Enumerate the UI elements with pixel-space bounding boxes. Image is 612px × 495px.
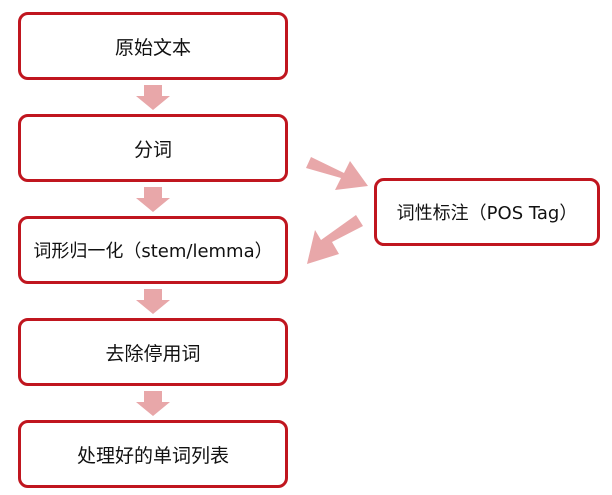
step-remove-stopwords-label: 去除停用词 xyxy=(105,342,201,365)
step-remove-stopwords: 去除停用词 xyxy=(18,318,288,386)
down-arrow-1 xyxy=(136,85,170,110)
step-word-list-label: 处理好的单词列表 xyxy=(76,444,229,467)
down-arrow-4 xyxy=(136,391,170,416)
step-pos-tag-label: 词性标注（POS Tag） xyxy=(396,203,578,224)
down-arrow-3 xyxy=(136,289,170,314)
step-pos-tag: 词性标注（POS Tag） xyxy=(374,178,600,246)
step-raw-text: 原始文本 xyxy=(18,12,288,80)
step-normalize: 词形归一化（stem/lemma） xyxy=(18,216,288,284)
step-word-list: 处理好的单词列表 xyxy=(18,420,288,488)
step-normalize-label: 词形归一化（stem/lemma） xyxy=(33,241,273,262)
arrow-to-pos-tag xyxy=(306,157,368,190)
step-raw-text-label: 原始文本 xyxy=(114,36,191,59)
down-arrow-2 xyxy=(136,187,170,212)
arrow-from-pos-tag xyxy=(307,215,363,264)
step-tokenize-label: 分词 xyxy=(133,138,172,161)
step-tokenize: 分词 xyxy=(18,114,288,182)
